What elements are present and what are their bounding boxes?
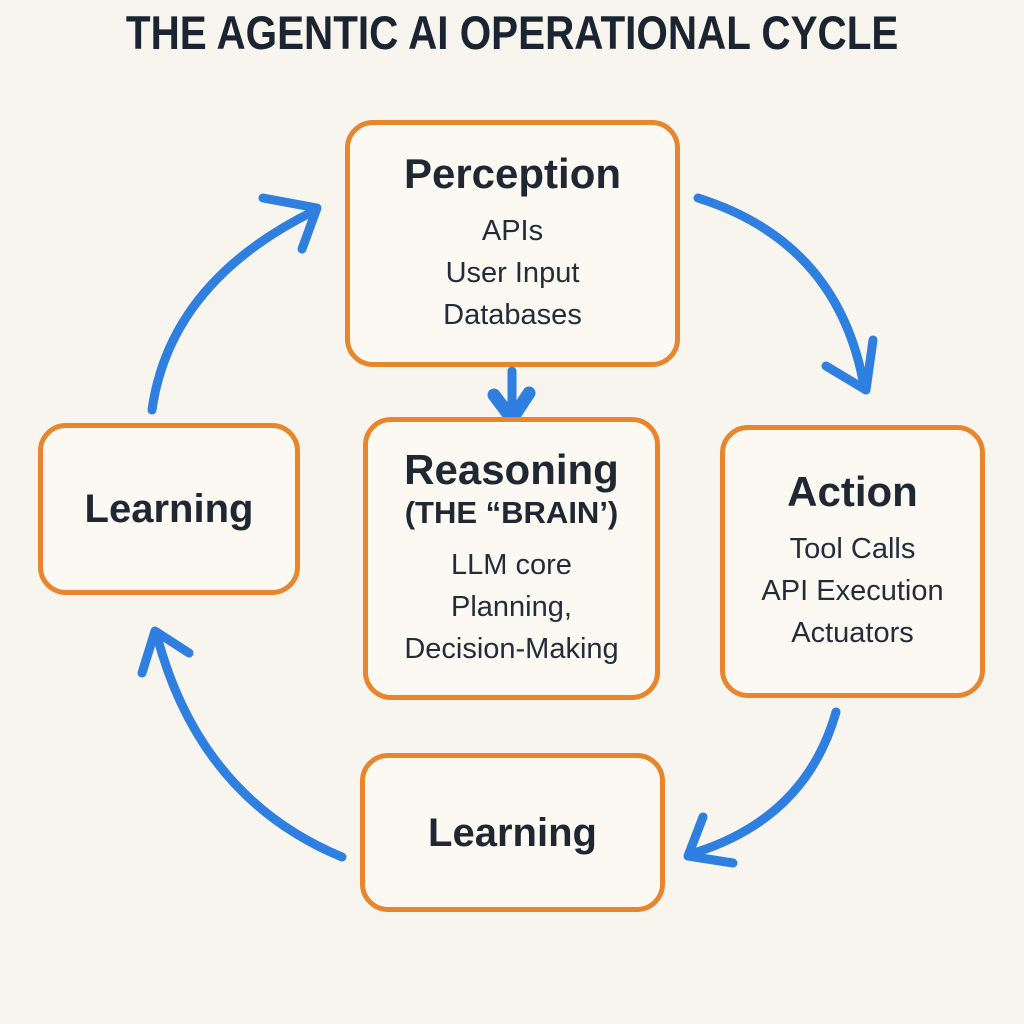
arrow-perception-to-reasoning-icon [487,366,536,426]
node-reasoning-subtitle: (THE “BRAIN’) [404,495,619,531]
node-perception-title: Perception [403,149,622,197]
page-title-text: THE AGENTIC AI OPERATIONAL CYCLE [125,6,899,59]
arrow-action-to-learning-icon [683,707,841,868]
node-line: LLM core [451,548,572,581]
node-line: Tool Calls [789,533,916,566]
node-reasoning-title: Reasoning [404,446,619,494]
node-line: APIs [481,215,544,248]
node-line: Planning, [451,590,572,623]
node-line: Databases [443,299,582,332]
node-line: API Execution [761,575,944,608]
arrow-learning-to-learning-icon [137,626,347,862]
node-learning-left: Learning [38,423,300,595]
node-action: Action Tool Calls API Execution Actuator… [720,425,985,698]
page-title: THE AGENTIC AI OPERATIONAL CYCLE [0,6,1024,59]
node-action-items: Tool Calls API Execution Actuators [761,528,943,654]
node-perception: Perception APIs User Input Databases [345,120,680,367]
node-line: Decision-Making [404,632,619,665]
node-learning-bottom-title: Learning [428,810,597,855]
node-line: User Input [445,257,580,290]
arrow-learning-to-perception-icon [147,193,322,415]
node-learning-left-title: Learning [84,487,254,531]
node-perception-items: APIs User Input Databases [443,210,582,336]
arrow-perception-to-action-icon [693,193,878,395]
node-learning-bottom: Learning [360,753,665,912]
node-action-title: Action [787,467,918,515]
node-line: Actuators [791,617,914,650]
node-reasoning-items: LLM core Planning, Decision-Making [404,544,618,670]
node-reasoning: Reasoning (THE “BRAIN’) LLM core Plannin… [363,417,660,700]
